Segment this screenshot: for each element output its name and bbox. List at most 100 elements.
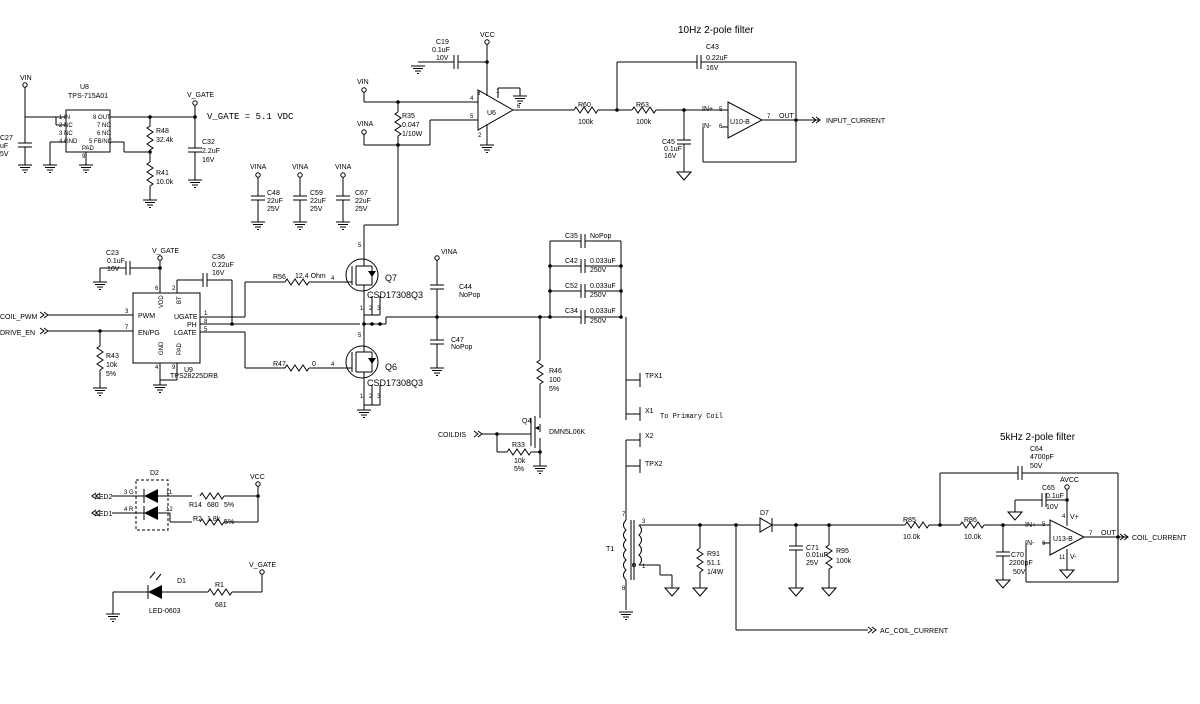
u8-part: TPS-715A01 [68, 93, 108, 100]
u13-opamp [1049, 519, 1086, 556]
svg-text:Q6: Q6 [385, 362, 397, 372]
svg-text:PAD: PAD [82, 146, 95, 152]
svg-text:GND: GND [159, 341, 165, 355]
svg-text:Q4: Q4 [522, 418, 531, 425]
svg-text:UGATE: UGATE [174, 314, 198, 321]
svg-text:25V: 25V [267, 206, 280, 213]
svg-text:4: 4 [1062, 514, 1066, 520]
svg-text:0.1uF: 0.1uF [664, 146, 682, 153]
svg-text:250V: 250V [590, 318, 607, 325]
transformer-section: TPX1 X1 To Primary Coil X2 TPX2 78 T1 3 … [606, 317, 949, 635]
svg-text:4: 4 [155, 365, 159, 371]
svg-text:CSD17308Q3: CSD17308Q3 [367, 290, 423, 300]
svg-text:D2: D2 [150, 470, 159, 477]
svg-text:LED-0603: LED-0603 [149, 608, 181, 615]
svg-text:OUT: OUT [779, 113, 795, 120]
svg-text:1.8k: 1.8k [207, 516, 221, 523]
u9-part: TPS28225DRB [170, 373, 218, 380]
svg-text:C44: C44 [459, 284, 472, 291]
svg-text:C36: C36 [212, 254, 225, 261]
svg-text:IN-: IN- [702, 123, 712, 130]
svg-text:50V: 50V [1013, 569, 1026, 576]
svg-text:6: 6 [719, 124, 723, 130]
svg-text:R14: R14 [189, 502, 202, 509]
svg-text:R1: R1 [215, 582, 224, 589]
u9-ic [132, 292, 201, 364]
svg-text:CSD17308Q3: CSD17308Q3 [367, 378, 423, 388]
svg-text:2: 2 [369, 306, 373, 312]
svg-text:4: 4 [470, 96, 474, 102]
svg-text:6: 6 [517, 104, 521, 110]
svg-text:Q7: Q7 [385, 273, 397, 283]
svg-text:5: 5 [719, 107, 723, 113]
svg-text:11: 11 [1059, 555, 1066, 561]
svg-text:D7: D7 [760, 510, 769, 517]
svg-text:5 FB/NC: 5 FB/NC [89, 139, 113, 145]
svg-text:R2: R2 [193, 516, 202, 523]
svg-text:3 G: 3 G [124, 490, 134, 496]
svg-text:C47: C47 [451, 337, 464, 344]
d2-red-led [144, 506, 158, 520]
svg-text:R56: R56 [273, 274, 286, 281]
svg-text:0.033uF: 0.033uF [590, 283, 616, 290]
svg-text:6: 6 [1042, 541, 1046, 547]
tpx1-label: TPX1 [645, 373, 663, 380]
v-gate-label-2: V_GATE [152, 248, 179, 255]
svg-text:7: 7 [622, 512, 626, 518]
svg-text:IN-: IN- [1025, 540, 1035, 547]
svg-text:4: 4 [331, 276, 335, 282]
svg-text:12.4 Ohm: 12.4 Ohm [295, 273, 326, 280]
svg-text:BT: BT [177, 296, 183, 304]
svg-text:100k: 100k [836, 558, 852, 565]
svg-text:R35: R35 [402, 113, 415, 120]
tpx2-label: TPX2 [645, 461, 663, 468]
svg-text:4 R: 4 R [124, 507, 134, 513]
svg-text:IN+: IN+ [702, 106, 713, 113]
svg-text:10.0k: 10.0k [964, 534, 982, 541]
svg-text:5: 5 [204, 327, 208, 333]
x2-label: X2 [645, 433, 654, 440]
svg-text:5%: 5% [514, 466, 524, 473]
svg-text:5: 5 [358, 243, 362, 249]
svg-text:22uF: 22uF [310, 198, 326, 205]
svg-text:22uF: 22uF [267, 198, 283, 205]
svg-text:V-: V- [1070, 554, 1077, 561]
svg-text:U9: U9 [184, 367, 193, 374]
svg-text:680: 680 [207, 502, 219, 509]
svg-text:R95: R95 [836, 548, 849, 555]
u6-amplifier [477, 89, 515, 131]
svg-text:R86: R86 [964, 517, 977, 524]
c27-voltage: 5V [0, 151, 9, 158]
svg-text:2: 2 [369, 394, 373, 400]
svg-text:5%: 5% [549, 386, 559, 393]
svg-text:IN+: IN+ [1025, 522, 1036, 529]
svg-text:10V: 10V [107, 266, 120, 273]
svg-text:5: 5 [358, 333, 362, 339]
q6-mosfet [345, 345, 379, 379]
vcc-label-2: VCC [250, 474, 265, 481]
led1-label: LED1 [95, 511, 113, 518]
svg-text:51.1: 51.1 [707, 560, 721, 567]
vina-label-4: VINA [357, 121, 374, 128]
svg-text:NoPop: NoPop [451, 344, 473, 351]
svg-text:9: 9 [172, 365, 176, 371]
svg-text:1: 1 [360, 394, 364, 400]
vcc-label-1: VCC [480, 32, 495, 39]
svg-text:R91: R91 [707, 551, 720, 558]
svg-text:R33: R33 [512, 442, 525, 449]
svg-text:2 NC: 2 NC [59, 123, 73, 129]
x1-label: X1 [645, 408, 654, 415]
c27-ref: C27 [0, 135, 13, 142]
svg-text:25V: 25V [310, 206, 323, 213]
svg-text:0.22uF: 0.22uF [212, 262, 234, 269]
svg-text:7: 7 [767, 114, 771, 120]
vina-label-1: VINA [250, 164, 267, 171]
svg-text:5%: 5% [106, 371, 116, 378]
c32-value: 2.2uF [202, 148, 220, 155]
svg-text:R85: R85 [903, 517, 916, 524]
svg-text:C64: C64 [1030, 446, 1043, 453]
